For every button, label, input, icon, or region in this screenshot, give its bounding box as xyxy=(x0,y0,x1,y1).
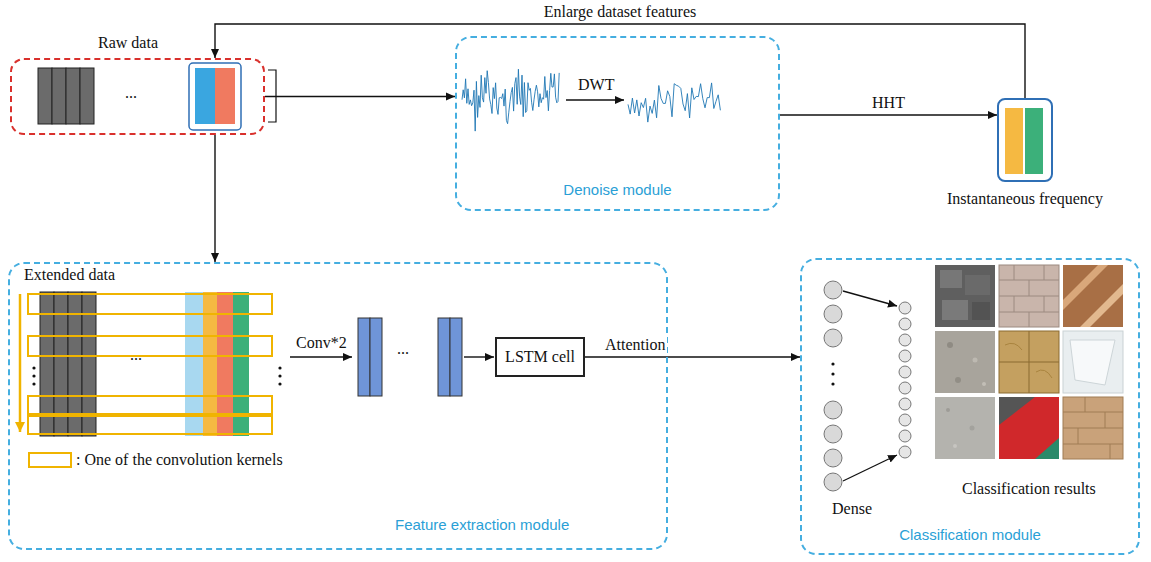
raw-data-region: Raw data xyxy=(10,58,265,135)
dense-arrow xyxy=(843,455,897,481)
denoised-waveform xyxy=(628,83,720,122)
material-image xyxy=(999,265,1059,327)
annotation-label: Dense xyxy=(832,500,872,518)
process-box: LSTM cell xyxy=(495,337,585,377)
flow-arrow xyxy=(585,356,800,357)
annotation-label: ... xyxy=(130,346,142,364)
material-image xyxy=(999,331,1059,393)
annotation-label: DWT xyxy=(578,76,614,94)
module-box: Denoise module xyxy=(455,36,780,211)
process-label: LSTM cell xyxy=(505,348,575,366)
flow-arrow xyxy=(780,114,997,115)
edge-label: Enlarge dataset features xyxy=(542,3,699,21)
flow-arrow xyxy=(214,135,215,262)
feature-maps xyxy=(358,318,462,396)
raw-feature-bars xyxy=(38,68,94,124)
annotation-label: ... xyxy=(397,340,409,358)
conv-arrow xyxy=(290,356,352,357)
material-image xyxy=(935,265,995,327)
legend-text: : One of the convolution kernels xyxy=(76,451,283,469)
signal-column xyxy=(215,68,235,124)
convolution-kernels xyxy=(28,294,272,434)
legend-swatch xyxy=(28,452,72,468)
vertical-ellipsis xyxy=(32,366,281,385)
region-heading: Raw data xyxy=(98,34,158,52)
material-image xyxy=(1063,397,1123,459)
feature-arrow xyxy=(464,356,494,357)
dense-arrow xyxy=(843,291,897,306)
signal-columns-frame xyxy=(189,63,241,130)
edge-label: HHT xyxy=(870,94,907,112)
signal-column xyxy=(195,68,215,124)
annotation-label: Conv*2 xyxy=(296,334,347,352)
dwt-arrow xyxy=(566,99,624,100)
flow-arrow xyxy=(265,96,455,97)
material-image xyxy=(1063,265,1123,327)
material-image xyxy=(1063,331,1123,393)
annotation-label: Classification results xyxy=(962,480,1096,498)
material-image xyxy=(999,397,1059,459)
material-image xyxy=(935,331,995,393)
frequency-box: Instantaneous frequency xyxy=(997,98,1053,182)
edge-label: Attention xyxy=(603,336,667,354)
module-name: Denoise module xyxy=(563,181,671,198)
frequency-column xyxy=(1005,108,1023,174)
dense-input-neurons xyxy=(824,281,842,491)
annotation-label: ... xyxy=(125,84,137,102)
frequency-column xyxy=(1025,108,1043,174)
vertical-ellipsis xyxy=(831,362,834,385)
module-name: Feature extraction module xyxy=(395,516,569,533)
material-image xyxy=(935,397,995,459)
noisy-waveform xyxy=(462,69,559,131)
module-box: Feature extraction module LSTM cell xyxy=(8,262,668,550)
module-name: Classification module xyxy=(899,526,1041,543)
dense-output-neurons xyxy=(899,302,911,458)
annotation-label: Extended data xyxy=(24,266,115,284)
sliding-direction-arrow xyxy=(19,294,22,432)
box-caption: Instantaneous frequency xyxy=(947,190,1103,208)
